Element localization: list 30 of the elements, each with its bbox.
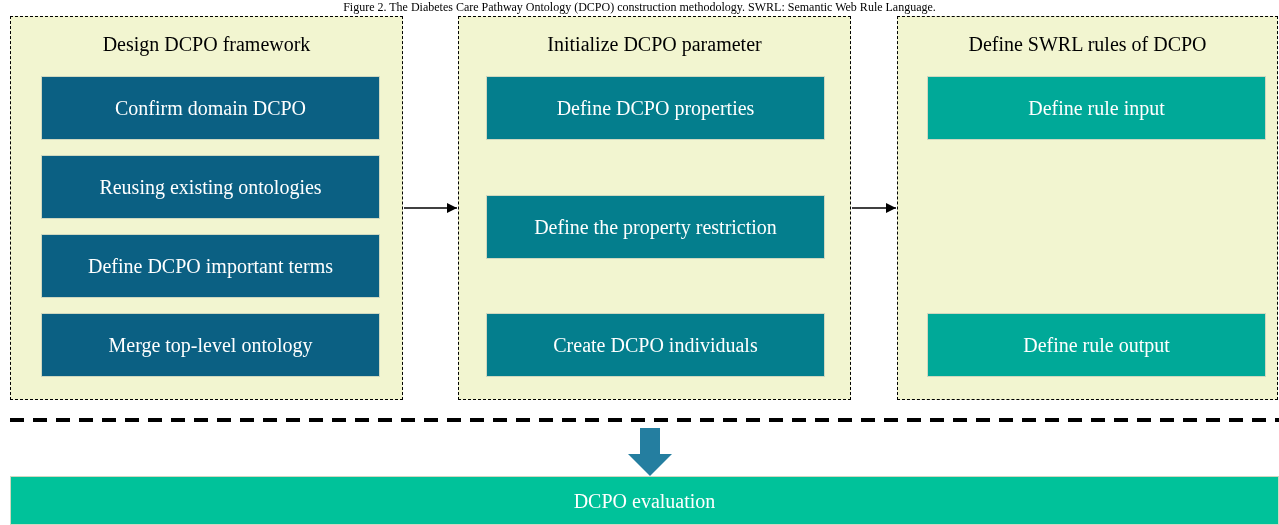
process-box	[41, 155, 380, 219]
block-arrow	[628, 428, 672, 476]
step-text: Define DCPO properties	[556, 96, 755, 122]
group-panel	[458, 16, 851, 400]
step-text: Define rule input	[1028, 96, 1165, 122]
arrow	[403, 202, 458, 214]
step-text: Create DCPO individuals	[553, 333, 758, 358]
step-text: DCPO evaluation	[573, 488, 716, 514]
process-box	[486, 76, 825, 140]
process-box	[10, 476, 1279, 525]
process-box	[927, 313, 1266, 377]
caption: Figure 2. The Diabetes Care Pathway Ontology (DCPO) construction methodology. SWRL: Semantic Web Rule Language.	[342, 0, 937, 14]
step-text: Define rule output	[1023, 333, 1170, 359]
process-box	[486, 195, 825, 259]
step-text: Define the property restriction	[534, 215, 777, 241]
process-box	[41, 313, 380, 377]
process-box	[41, 76, 380, 140]
step-text: Reusing existing ontologies	[99, 175, 322, 201]
step-text: Define DCPO important terms	[88, 254, 333, 280]
process-box	[927, 76, 1266, 140]
group-heading: Design DCPO framework	[101, 32, 312, 58]
group-panel	[897, 16, 1278, 400]
group-heading: Define SWRL rules of DCPO	[967, 32, 1208, 57]
process-box	[486, 313, 825, 377]
group-heading: Initialize DCPO parameter	[546, 32, 763, 58]
arrow	[851, 202, 897, 214]
step-text: Merge top-level ontology	[108, 333, 313, 359]
step-text: Confirm domain DCPO	[114, 96, 307, 121]
process-box	[41, 234, 380, 298]
group-panel	[10, 16, 403, 400]
